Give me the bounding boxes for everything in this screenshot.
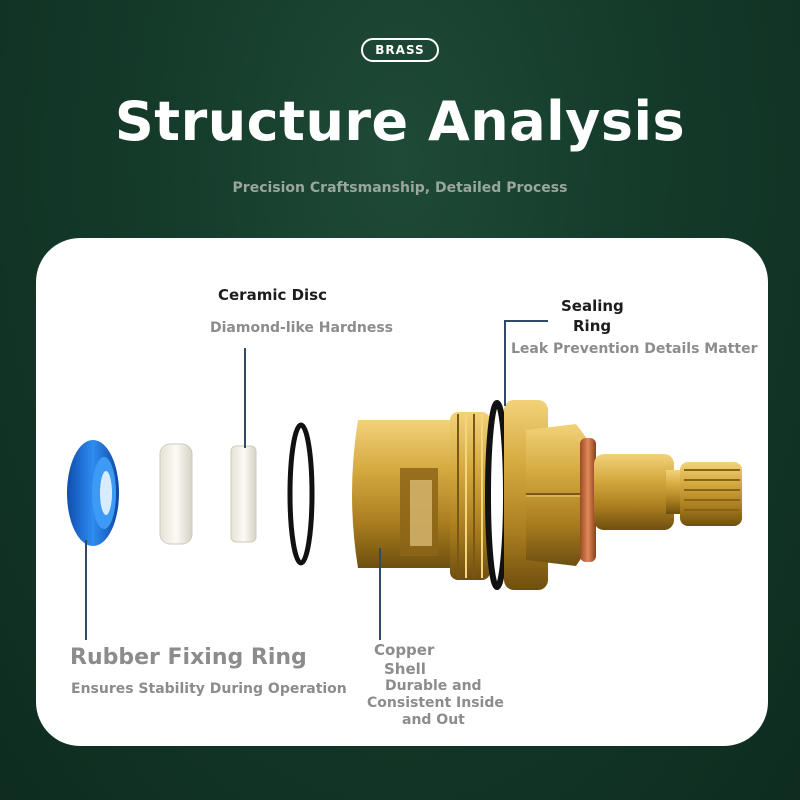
ceramic-disc-title: Ceramic Disc bbox=[218, 286, 327, 304]
ceramic-disc-part-2 bbox=[230, 445, 257, 543]
o-ring-part bbox=[287, 422, 315, 566]
spindle-part bbox=[594, 454, 682, 530]
copper-shell-desc-line3: and Out bbox=[402, 712, 465, 728]
copper-shell-leader-line bbox=[379, 548, 381, 640]
copper-shell-title-line1: Copper bbox=[374, 641, 435, 659]
threaded-collar-part bbox=[450, 412, 490, 580]
sealing-ring-part bbox=[485, 400, 509, 590]
hex-nut-part bbox=[526, 424, 588, 566]
rubber-ring-leader-line bbox=[85, 540, 87, 640]
rubber-fixing-ring-part bbox=[67, 440, 119, 546]
page-subtitle: Precision Craftsmanship, Detailed Proces… bbox=[232, 180, 568, 196]
rubber-ring-title: Rubber Fixing Ring bbox=[70, 645, 307, 670]
brass-badge: BRASS bbox=[361, 38, 439, 62]
ceramic-disc-leader-line bbox=[244, 348, 246, 448]
copper-shell-desc-line1: Durable and bbox=[385, 678, 482, 694]
sealing-ring-title-line2: Ring bbox=[573, 317, 612, 335]
page-title: Structure Analysis bbox=[114, 90, 686, 153]
copper-shell-title-line2: Shell bbox=[384, 660, 426, 678]
sealing-ring-leader-horizontal bbox=[504, 320, 548, 322]
ceramic-disc-desc: Diamond-like Hardness bbox=[210, 320, 393, 336]
sealing-ring-desc: Leak Prevention Details Matter bbox=[511, 341, 758, 357]
sealing-ring-title-line1: Sealing bbox=[561, 297, 624, 315]
copper-washer-part bbox=[580, 438, 596, 562]
splined-tip-part bbox=[680, 462, 742, 526]
copper-shell-part bbox=[352, 420, 458, 568]
ceramic-disc-part-1 bbox=[159, 443, 193, 545]
copper-shell-desc-line2: Consistent Inside bbox=[367, 695, 504, 711]
rubber-ring-desc: Ensures Stability During Operation bbox=[71, 681, 347, 697]
sealing-ring-leader-vertical bbox=[504, 320, 506, 406]
